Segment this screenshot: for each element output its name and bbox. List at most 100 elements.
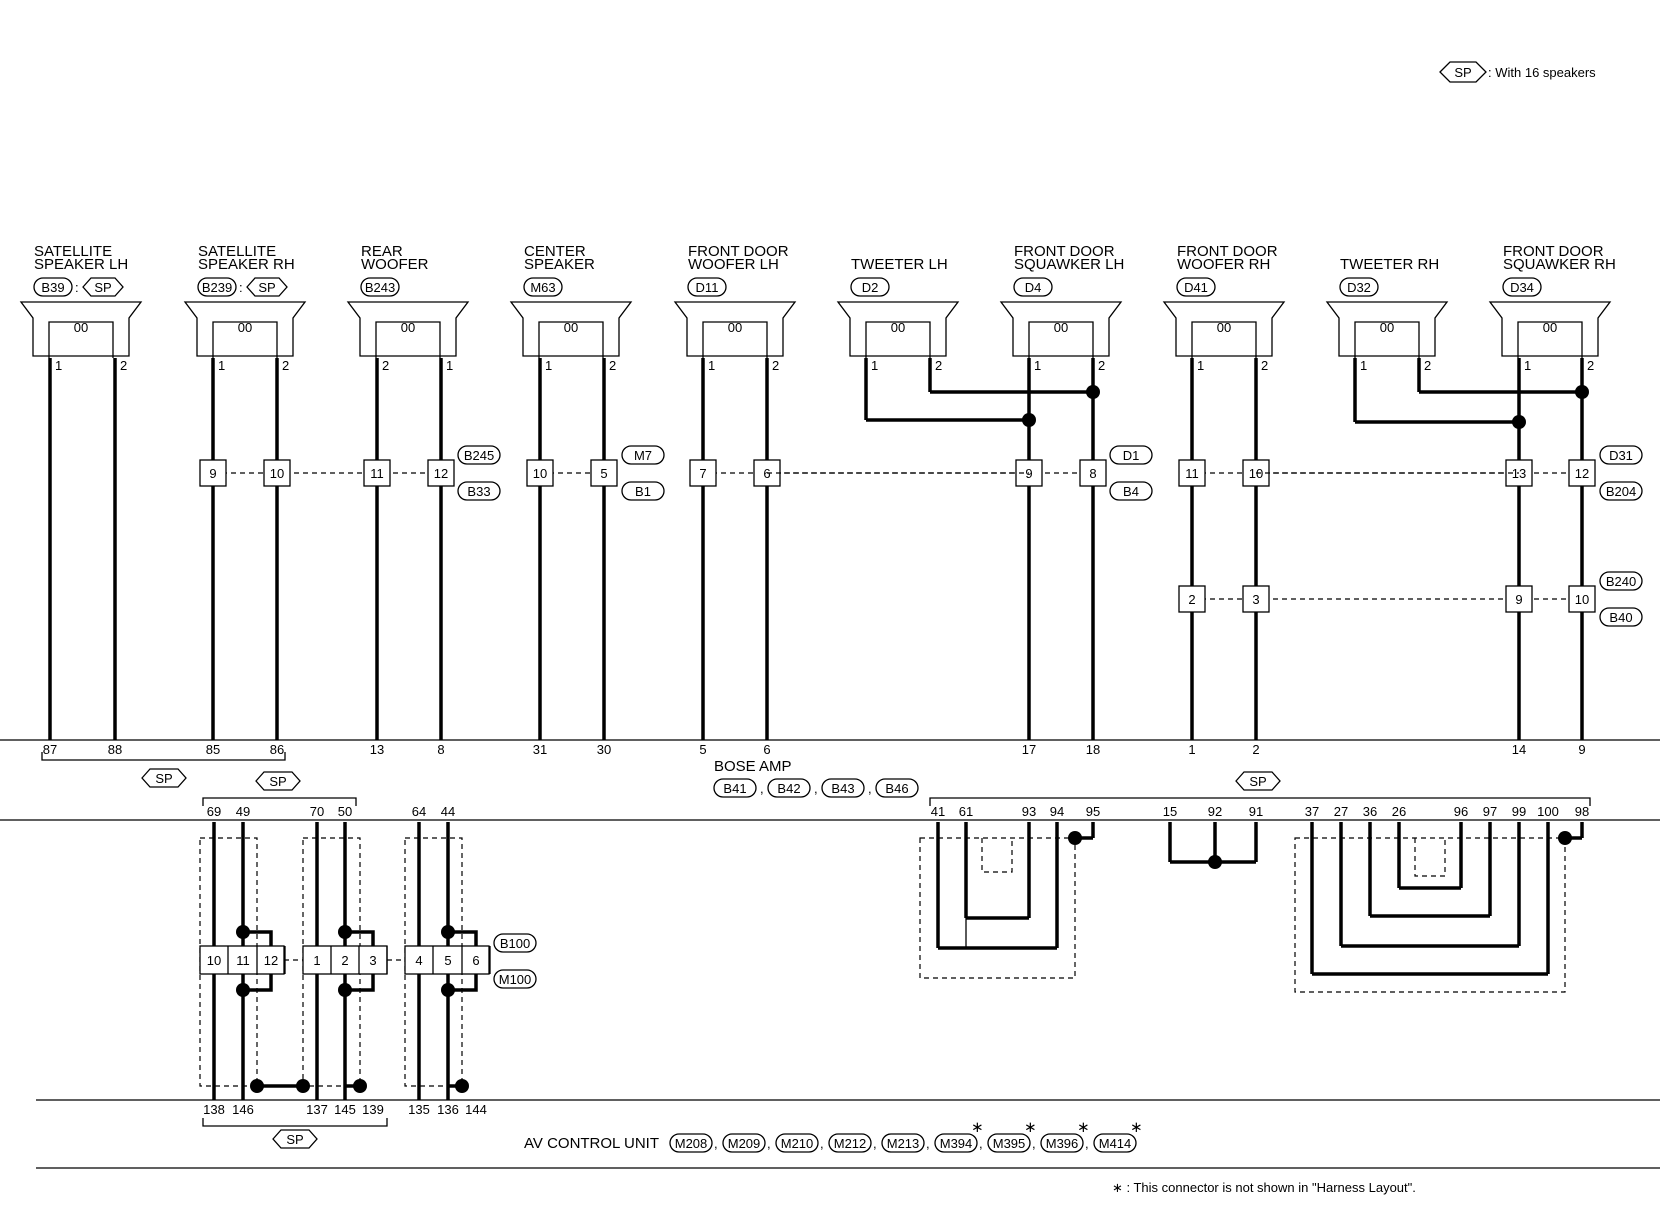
separator-comma: , bbox=[868, 781, 872, 796]
speaker-name-line2: WOOFER LH bbox=[688, 256, 779, 273]
inline-connector-pin: 10 bbox=[533, 466, 547, 481]
speaker-connector-text: B39 bbox=[41, 280, 64, 295]
speaker-name-line1: FRONT DOOR bbox=[1014, 243, 1115, 260]
speaker-body bbox=[19, 301, 143, 357]
sp-brace bbox=[202, 1118, 388, 1127]
speaker-pin: 1 bbox=[1524, 358, 1531, 373]
speaker-coil bbox=[538, 321, 604, 358]
av-control-unit: AV CONTROL UNIT M208,M209,M210,M212,M213… bbox=[36, 1099, 1660, 1169]
inline-connector-pin-box bbox=[590, 459, 618, 487]
inline-connector-pin-box bbox=[1505, 585, 1533, 613]
separator-comma: , bbox=[714, 1136, 718, 1151]
sp-badge-shape bbox=[255, 771, 301, 791]
splice-dot bbox=[1575, 385, 1589, 399]
speaker-name-line2: SQUAWKER LH bbox=[1014, 256, 1124, 273]
speaker-coil bbox=[865, 321, 931, 358]
inline-connector-label-text: B33 bbox=[467, 484, 490, 499]
inline-connector-pin-box bbox=[1242, 585, 1270, 613]
bose-amp-pin: 50 bbox=[338, 804, 352, 819]
bose-amp-pin: 94 bbox=[1050, 804, 1064, 819]
av-connector-text: M212 bbox=[834, 1136, 867, 1151]
star-mark: ∗ bbox=[1077, 1119, 1090, 1136]
inline-connector-pin: 5 bbox=[600, 466, 607, 481]
separator-comma: , bbox=[1085, 1136, 1089, 1151]
sp-badge-shape bbox=[272, 1129, 318, 1149]
speaker-coil bbox=[702, 321, 768, 358]
inline-connector-pin-box bbox=[1079, 459, 1107, 487]
inline-connector-label-text: D31 bbox=[1609, 448, 1633, 463]
joint-connector-pin: 2 bbox=[341, 953, 348, 968]
speaker-connector-shape bbox=[1013, 277, 1053, 297]
inline-connector-pin: 11 bbox=[1185, 466, 1199, 481]
star-mark: ∗ bbox=[1130, 1119, 1143, 1136]
speaker-connector-shape bbox=[687, 277, 727, 297]
bose-amp-pin: 86 bbox=[270, 742, 284, 757]
bose-amp-pin: 61 bbox=[959, 804, 973, 819]
speaker-connector-text: D34 bbox=[1510, 280, 1534, 295]
separator-comma: , bbox=[814, 781, 818, 796]
speaker-name-line1: FRONT DOOR bbox=[688, 243, 789, 260]
inline-connector-pin-box bbox=[1568, 585, 1596, 613]
speaker-coil-symbol: 00 bbox=[1543, 320, 1557, 335]
speaker-coil bbox=[48, 321, 114, 358]
inline-connector-label-text: D1 bbox=[1123, 448, 1140, 463]
bose-amp-pin: 14 bbox=[1512, 742, 1526, 757]
speaker-name-line2: SPEAKER LH bbox=[34, 256, 128, 273]
sp-brace bbox=[41, 752, 286, 761]
av-connector-text: M396 bbox=[1046, 1136, 1079, 1151]
bose-amp-pin: 96 bbox=[1454, 804, 1468, 819]
inline-connector-label-shape bbox=[621, 481, 665, 501]
joint-connector-pin: 3 bbox=[369, 953, 376, 968]
inline-connector-label-text: B240 bbox=[1606, 574, 1636, 589]
joint-connector-block bbox=[404, 945, 490, 975]
speaker-body bbox=[999, 301, 1123, 357]
speaker-name-line1: FRONT DOOR bbox=[1177, 243, 1278, 260]
inline-connector-label-shape bbox=[1599, 571, 1643, 591]
speaker-colon: : bbox=[239, 280, 243, 295]
sp-badge-text: SP bbox=[269, 774, 286, 789]
legend-sp: SP : With 16 speakers bbox=[1439, 61, 1596, 83]
separator-comma: , bbox=[1032, 1136, 1036, 1151]
bose-amp-connector-text: B41 bbox=[723, 781, 746, 796]
inline-connector-label-text: B40 bbox=[1609, 610, 1632, 625]
splice-dot bbox=[236, 983, 250, 997]
inline-connector-label-text: B245 bbox=[464, 448, 494, 463]
inline-connector-pin: 2 bbox=[1188, 592, 1195, 607]
separator-comma: , bbox=[760, 781, 764, 796]
speaker-coil bbox=[1028, 321, 1094, 358]
bose-amp-pin: 9 bbox=[1578, 742, 1585, 757]
speaker-name-line2: SPEAKER bbox=[524, 256, 595, 273]
joint-connector-pin: 12 bbox=[264, 953, 278, 968]
speaker-name-line2: SPEAKER RH bbox=[198, 256, 295, 273]
joint-connector-label-shape bbox=[493, 933, 537, 953]
speaker-coil-symbol: 00 bbox=[1054, 320, 1068, 335]
speaker-pin: 2 bbox=[1424, 358, 1431, 373]
bose-amp-pin: 18 bbox=[1086, 742, 1100, 757]
speaker-pin: 2 bbox=[935, 358, 942, 373]
speaker-body bbox=[1162, 301, 1286, 357]
inline-connector-label-shape bbox=[457, 445, 501, 465]
av-pin: 136 bbox=[437, 1102, 459, 1117]
bose-amp-connector-text: B43 bbox=[831, 781, 854, 796]
splice-dot bbox=[441, 983, 455, 997]
speaker-connector-text: M63 bbox=[530, 280, 555, 295]
speaker-coil-symbol: 00 bbox=[728, 320, 742, 335]
inline-connector-pin-box bbox=[1178, 459, 1206, 487]
splice-dot bbox=[1208, 855, 1222, 869]
bose-amp-pin: 88 bbox=[108, 742, 122, 757]
speaker-name-line2: TWEETER RH bbox=[1340, 256, 1439, 273]
speaker-pin: 2 bbox=[1587, 358, 1594, 373]
speaker-connector-text: D32 bbox=[1347, 280, 1371, 295]
speaker-coil bbox=[1354, 321, 1420, 358]
av-connector-text: M209 bbox=[728, 1136, 761, 1151]
sp-legend-text: : With 16 speakers bbox=[1488, 65, 1596, 80]
speaker-pin: 2 bbox=[120, 358, 127, 373]
av-pin: 139 bbox=[362, 1102, 384, 1117]
bose-amp-pin: 37 bbox=[1305, 804, 1319, 819]
bose-amp-pin: 13 bbox=[370, 742, 384, 757]
joint-connector-pin: 11 bbox=[236, 953, 250, 968]
inline-connector-pin: 3 bbox=[1252, 592, 1259, 607]
